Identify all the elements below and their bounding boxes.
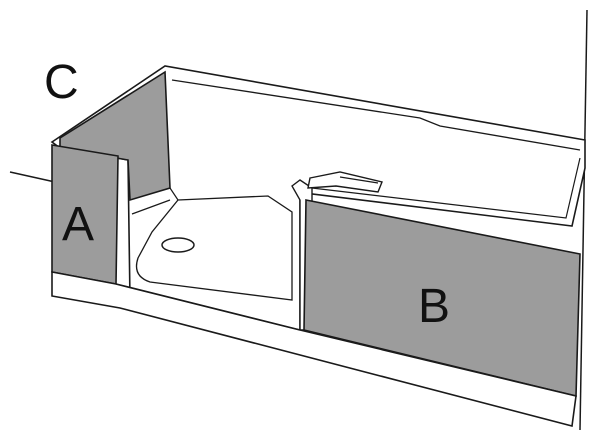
door-handle — [307, 171, 383, 193]
basin-inner-edge — [171, 79, 581, 151]
label-b: B — [418, 280, 450, 333]
wall-corner-line — [579, 9, 588, 431]
door-handle-top — [339, 176, 379, 184]
plinth-top-line — [115, 283, 301, 331]
label-a: A — [62, 198, 94, 251]
wall-line-left — [9, 171, 56, 183]
basin-floor — [135, 195, 293, 301]
label-c: C — [44, 56, 79, 109]
basin-step-edge — [131, 187, 179, 215]
drain — [161, 237, 195, 253]
basin-inner-right — [311, 157, 581, 219]
